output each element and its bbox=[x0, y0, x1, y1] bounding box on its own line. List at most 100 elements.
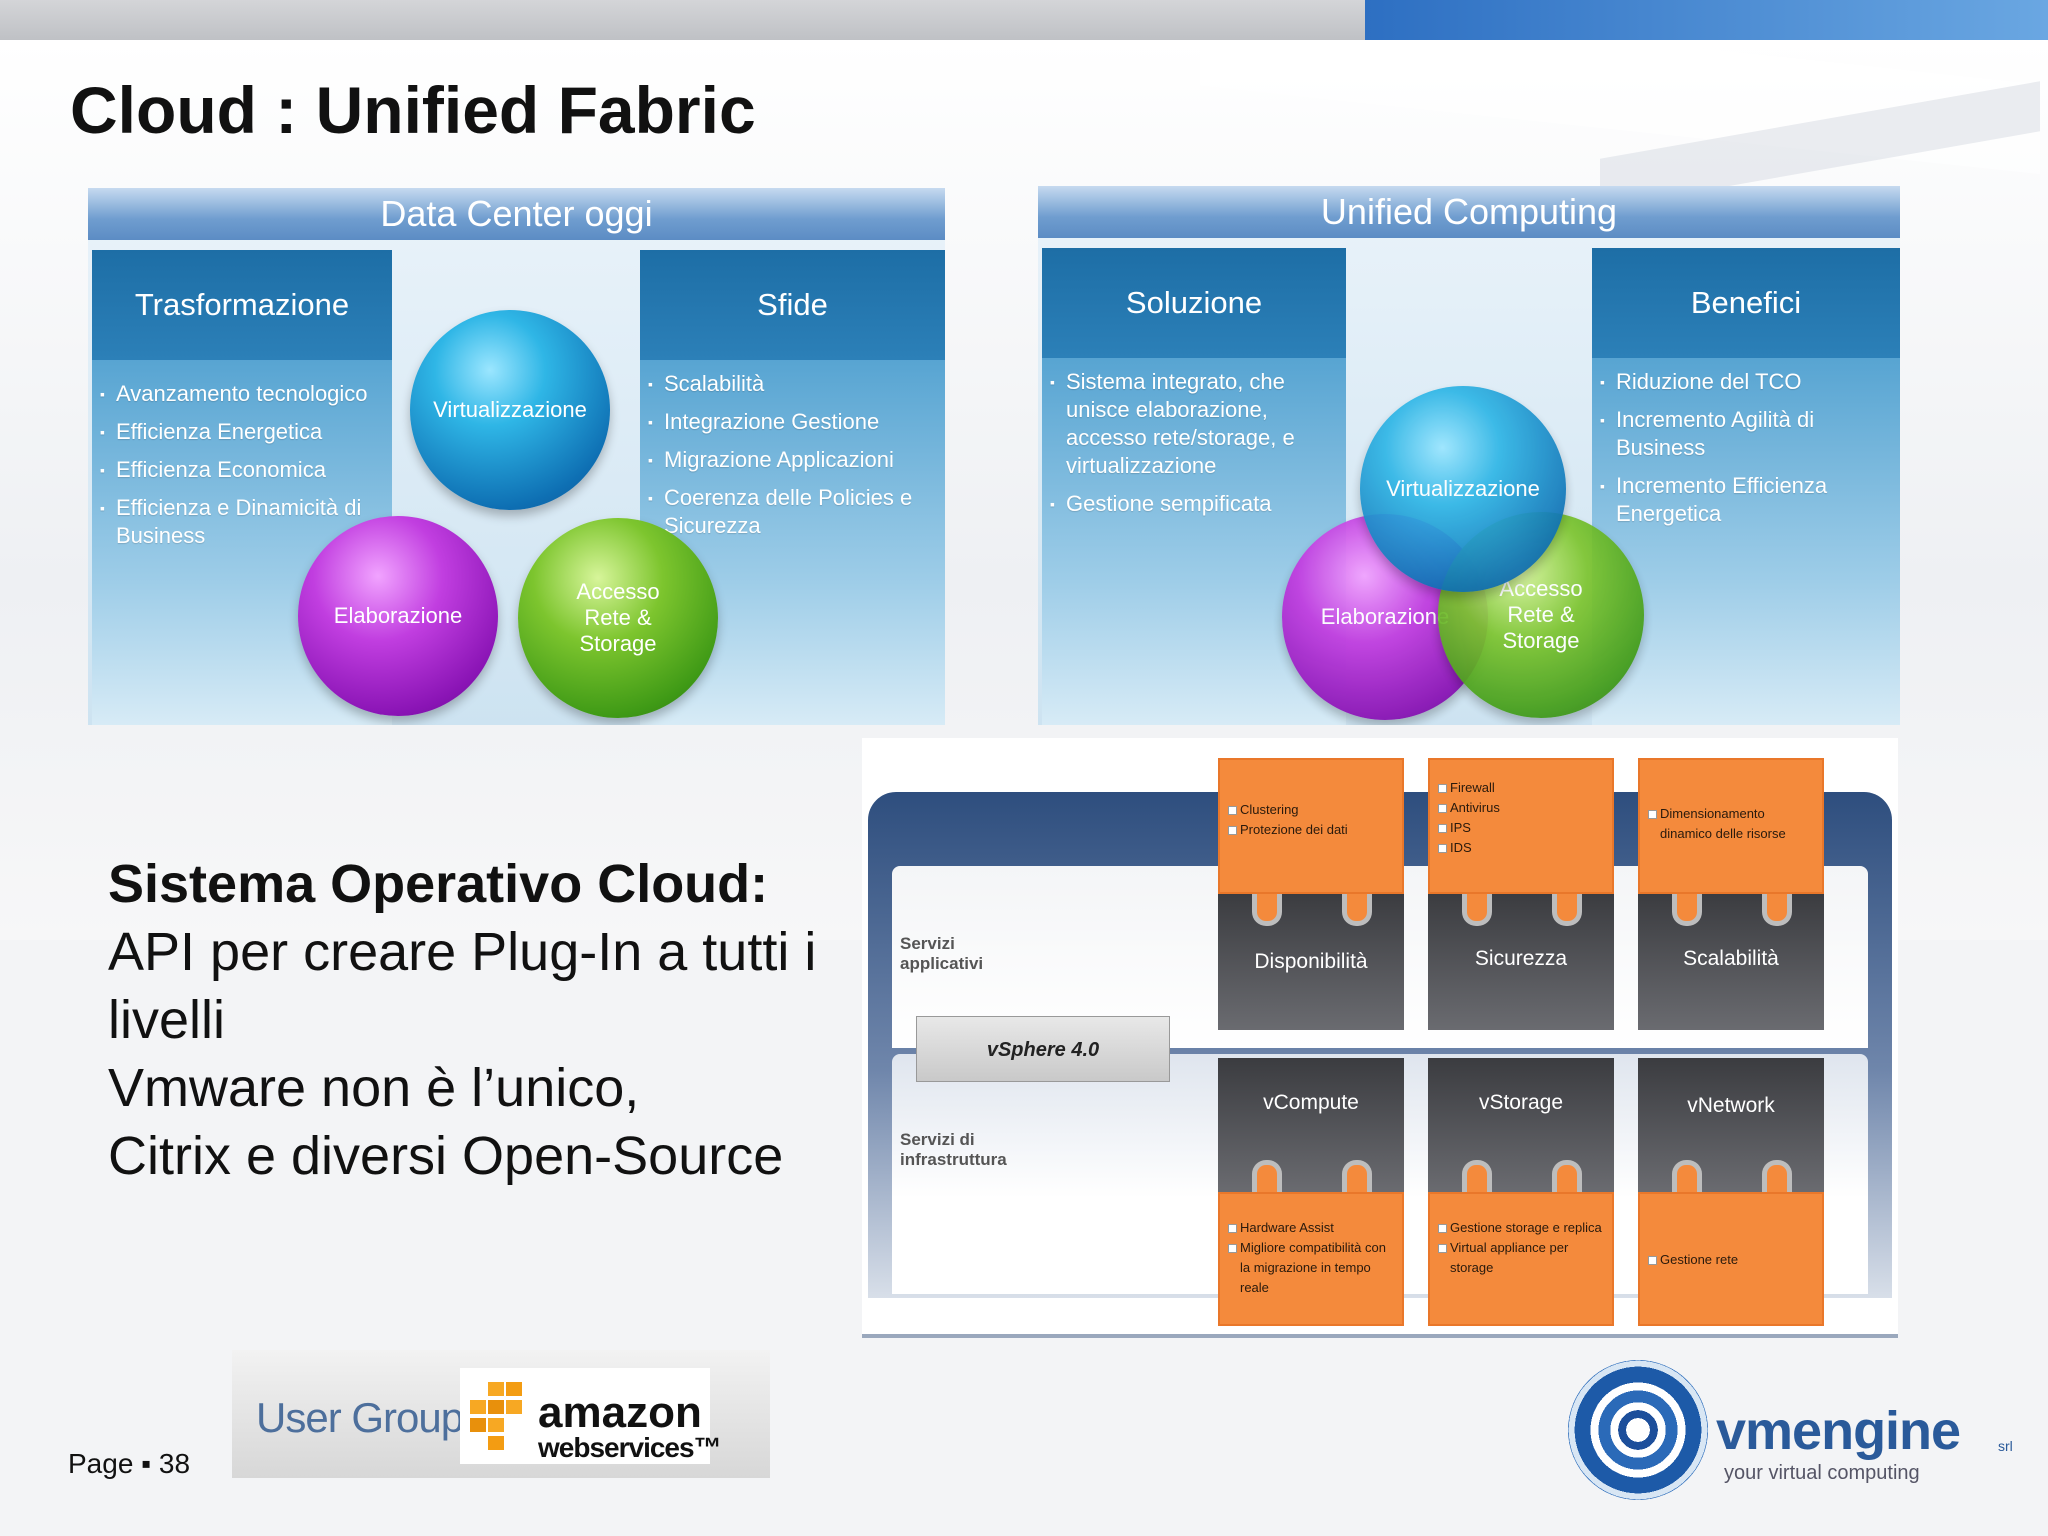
cloud-os-heading: Sistema Operativo Cloud: bbox=[108, 854, 769, 914]
feature-item: Hardware Assist bbox=[1228, 1218, 1396, 1238]
bullet-item: Incremento Efficienza Energetica bbox=[1600, 472, 1894, 528]
aws-webservices-text: webservices™ bbox=[538, 1432, 722, 1463]
puzzle-peg bbox=[1252, 894, 1282, 926]
column-title: Soluzione bbox=[1042, 248, 1346, 358]
panel-header: Unified Computing bbox=[1038, 186, 1900, 238]
puzzle-peg bbox=[1552, 1160, 1582, 1192]
aws-amazon-text: amazon bbox=[538, 1388, 702, 1437]
ball-virtualizzazione: Virtualizzazione bbox=[1360, 386, 1566, 592]
puzzle-peg bbox=[1252, 1160, 1282, 1192]
bullet-item: Integrazione Gestione bbox=[648, 408, 939, 436]
feature-list: Hardware Assist Migliore compatibilità c… bbox=[1220, 1194, 1402, 1298]
block-label: Scalabilità bbox=[1683, 947, 1779, 970]
bullet-item: Gestione sempificata bbox=[1050, 490, 1340, 518]
panel-data-center: Data Center oggi Trasformazione Avanzame… bbox=[88, 188, 945, 725]
bullet-item: Riduzione del TCO bbox=[1600, 368, 1894, 396]
bullet-item: Avanzamento tecnologico bbox=[100, 380, 386, 408]
feature-box: Hardware Assist Migliore compatibilità c… bbox=[1218, 1192, 1404, 1326]
ball-elaborazione: Elaborazione bbox=[298, 516, 498, 716]
bullet-item: Efficienza e Dinamicità di Business bbox=[100, 494, 386, 550]
top-bar-accent bbox=[1365, 0, 2048, 40]
vmengine-name: vmengine bbox=[1716, 1401, 1961, 1461]
ball-virtualizzazione: Virtualizzazione bbox=[410, 310, 610, 510]
feature-item: Gestione rete bbox=[1648, 1250, 1816, 1270]
feature-box: Gestione rete bbox=[1638, 1192, 1824, 1326]
block-label: vNetwork bbox=[1687, 1094, 1775, 1117]
cloud-os-text: Sistema Operativo Cloud: API per creare … bbox=[108, 850, 838, 1190]
column-title: Trasformazione bbox=[92, 250, 392, 360]
cloud-os-line: API per creare Plug-In a tutti i livelli bbox=[108, 922, 817, 1050]
band-app-label: Servizi applicativi bbox=[900, 934, 984, 973]
feature-item: Gestione storage e replica bbox=[1438, 1218, 1606, 1238]
puzzle-peg bbox=[1762, 1160, 1792, 1192]
panel-header: Data Center oggi bbox=[88, 188, 945, 240]
diagram-baseline bbox=[862, 1334, 1898, 1338]
feature-list: Gestione storage e replica Virtual appli… bbox=[1430, 1194, 1612, 1278]
block-label: Sicurezza bbox=[1474, 947, 1568, 970]
block-label: Disponibilità bbox=[1254, 950, 1368, 973]
feature-list: Gestione rete bbox=[1640, 1194, 1822, 1270]
block-vcompute: vCompute bbox=[1218, 1058, 1404, 1192]
band-infra-label: Servizi di infrastruttura bbox=[900, 1130, 1007, 1169]
slide-title: Cloud : Unified Fabric bbox=[70, 73, 756, 147]
column-title: Sfide bbox=[640, 250, 945, 360]
bullet-list: Riduzione del TCO Incremento Agilità di … bbox=[1600, 368, 1894, 538]
bullet-item: Sistema integrato, che unisce elaborazio… bbox=[1050, 368, 1340, 480]
puzzle-peg bbox=[1762, 894, 1792, 926]
feature-item: Migliore compatibilità con la migrazione… bbox=[1228, 1238, 1396, 1298]
column-title: Benefici bbox=[1592, 248, 1900, 358]
block-sicurezza: Sicurezza bbox=[1428, 894, 1614, 1030]
bullet-item: Efficienza Economica bbox=[100, 456, 386, 484]
block-scalabilita: Scalabilità bbox=[1638, 894, 1824, 1030]
feature-box: Gestione storage e replica Virtual appli… bbox=[1428, 1192, 1614, 1326]
feature-item: Firewall bbox=[1438, 778, 1606, 798]
block-vnetwork: vNetwork bbox=[1638, 1058, 1824, 1192]
ball-accesso: Accesso Rete & Storage bbox=[518, 518, 718, 718]
bullet-list: Avanzamento tecnologico Efficienza Energ… bbox=[100, 380, 386, 560]
puzzle-peg bbox=[1552, 894, 1582, 926]
feature-item: Virtual appliance per storage bbox=[1438, 1238, 1606, 1278]
bullet-item: Scalabilità bbox=[648, 370, 939, 398]
feature-item: Protezione dei dati bbox=[1228, 820, 1396, 840]
feature-item: Dimensionamento dinamico delle risorse bbox=[1648, 804, 1816, 844]
vsphere-label: vSphere 4.0 bbox=[916, 1016, 1170, 1082]
feature-box: Firewall Antivirus IPS IDS bbox=[1428, 758, 1614, 894]
bullet-item: Incremento Agilità di Business bbox=[1600, 406, 1894, 462]
bullet-list: Sistema integrato, che unisce elaborazio… bbox=[1050, 368, 1340, 528]
feature-item: Clustering bbox=[1228, 800, 1396, 820]
block-vstorage: vStorage bbox=[1428, 1058, 1614, 1192]
puzzle-peg bbox=[1672, 894, 1702, 926]
aws-user-groups-text: User Groups bbox=[256, 1394, 484, 1441]
puzzle-peg bbox=[1342, 1160, 1372, 1192]
block-disponibilita: Disponibilità bbox=[1218, 894, 1404, 1030]
feature-box: Clustering Protezione dei dati bbox=[1218, 758, 1404, 894]
puzzle-peg bbox=[1462, 894, 1492, 926]
feature-item: IPS bbox=[1438, 818, 1606, 838]
puzzle-peg bbox=[1462, 1160, 1492, 1192]
page-number: Page ▪ 38 bbox=[68, 1448, 191, 1479]
block-label: vStorage bbox=[1478, 1091, 1564, 1114]
feature-item: Antivirus bbox=[1438, 798, 1606, 818]
vmengine-tagline: your virtual computing bbox=[1724, 1462, 1920, 1484]
cloud-os-line: Vmware non è l’unico, bbox=[108, 1058, 640, 1118]
puzzle-peg bbox=[1342, 894, 1372, 926]
bullet-item: Efficienza Energetica bbox=[100, 418, 386, 446]
aws-user-groups-logo: User Groups amazon webservices™ bbox=[232, 1350, 770, 1478]
feature-list: Clustering Protezione dei dati bbox=[1220, 760, 1402, 840]
cloud-os-line: Citrix e diversi Open-Source bbox=[108, 1126, 784, 1186]
column-benefici: Benefici Riduzione del TCO Incremento Ag… bbox=[1592, 248, 1900, 725]
aws-cubes-icon bbox=[470, 1382, 522, 1450]
vmengine-swirl-icon bbox=[1568, 1360, 1708, 1500]
puzzle-peg bbox=[1672, 1160, 1702, 1192]
feature-box: Dimensionamento dinamico delle risorse bbox=[1638, 758, 1824, 894]
feature-item: IDS bbox=[1438, 838, 1606, 858]
panel-unified-computing: Unified Computing Soluzione Sistema inte… bbox=[1038, 186, 1900, 725]
feature-list: Firewall Antivirus IPS IDS bbox=[1430, 760, 1612, 858]
bullet-list: Scalabilità Integrazione Gestione Migraz… bbox=[648, 370, 939, 550]
feature-list: Dimensionamento dinamico delle risorse bbox=[1640, 760, 1822, 844]
bullet-item: Migrazione Applicazioni bbox=[648, 446, 939, 474]
bullet-item: Coerenza delle Policies e Sicurezza bbox=[648, 484, 939, 540]
vmengine-srl: srl bbox=[1998, 1438, 2013, 1454]
block-label: vCompute bbox=[1263, 1091, 1359, 1114]
vmengine-logo: vmengine srl your virtual computing bbox=[1560, 1350, 2020, 1520]
